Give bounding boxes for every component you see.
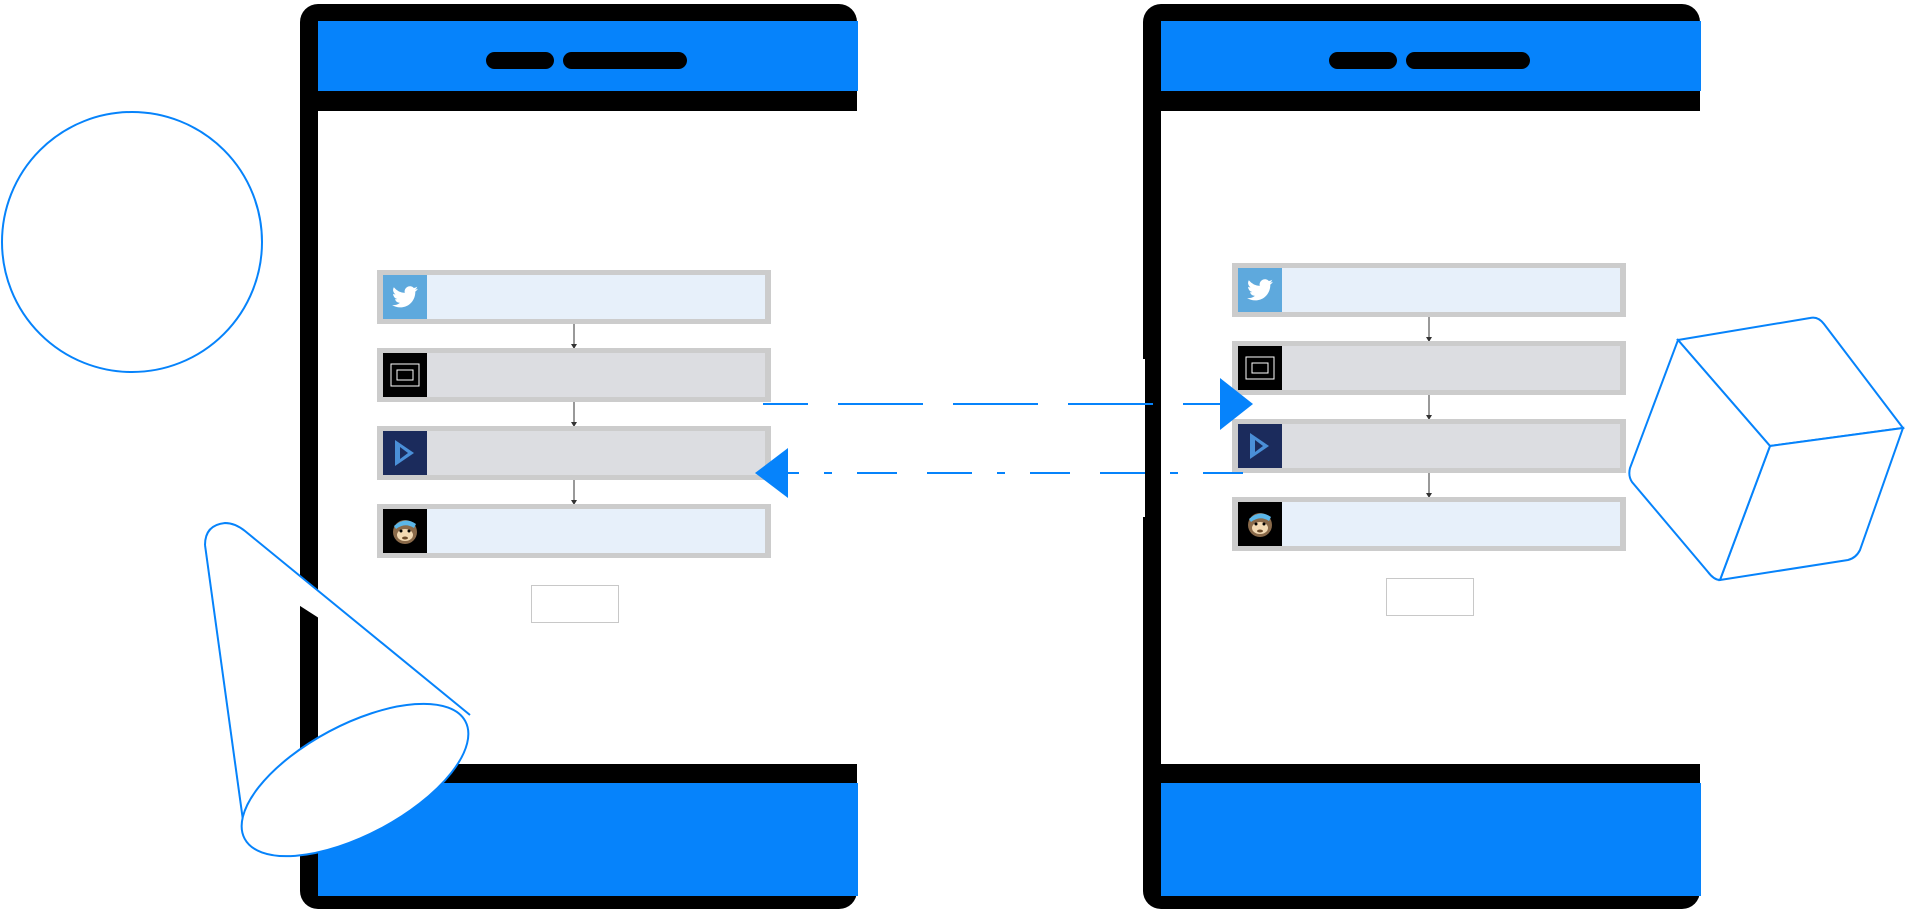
right-phone-speaker-small [1329,52,1397,69]
connector-arrows [755,378,1253,498]
workflow-step-twitter[interactable] [377,270,771,324]
twitter-icon [1238,268,1282,312]
flow-arrow [571,480,577,505]
left-workflow [377,270,771,630]
workflow-step-twitter[interactable] [1232,263,1626,317]
circle-decoration [1,111,263,373]
left-phone-header [318,21,858,91]
right-phone-header [1161,21,1701,91]
flow-arrow [1426,395,1432,420]
connector-right-arrow [763,378,1253,430]
screen-frame-icon [1238,346,1282,390]
flow-arrow [1426,473,1432,498]
left-phone-speaker-large [563,52,687,69]
cube-decoration [1628,316,1905,582]
flow-arrow [1426,317,1432,342]
right-phone-speaker-large [1406,52,1530,69]
right-workflow [1232,263,1626,623]
right-phone-footer [1161,783,1701,896]
workflow-step-mailchimp[interactable] [377,504,771,558]
flow-arrow [571,402,577,427]
workflow-step-dynamics[interactable] [377,426,771,480]
cone-decoration [204,521,471,858]
dynamics-icon [383,431,427,475]
dynamics-icon [1238,424,1282,468]
left-phone-speaker-small [486,52,554,69]
screen-frame-icon [383,353,427,397]
flow-arrow [571,324,577,349]
workflow-step-screen[interactable] [1232,341,1626,395]
mailchimp-icon [383,509,427,553]
right-phone-side-gap [1141,359,1145,517]
left-phone-side-gap [855,359,859,517]
workflow-step-mailchimp[interactable] [1232,497,1626,551]
connector-left-arrow [755,448,1243,498]
twitter-icon [383,275,427,319]
workflow-button[interactable] [1386,578,1474,616]
mailchimp-icon [1238,502,1282,546]
workflow-step-screen[interactable] [377,348,771,402]
workflow-button[interactable] [531,585,619,623]
workflow-step-dynamics[interactable] [1232,419,1626,473]
